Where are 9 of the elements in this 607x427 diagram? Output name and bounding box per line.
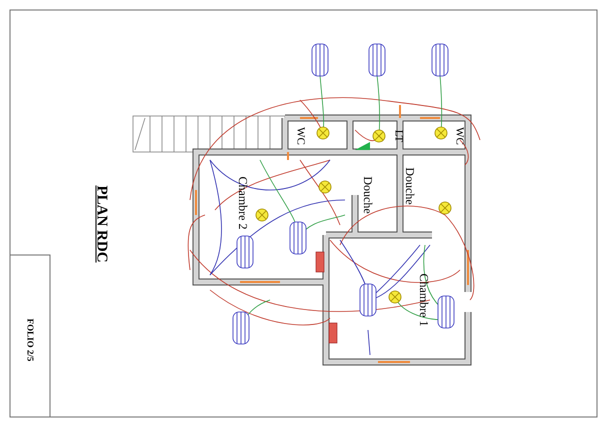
room-label: LT [392,130,404,142]
plan-title: PLAN RDC [94,185,108,263]
room-label: Chambre 1 [418,274,430,326]
folio-label: FOLIO 2/5 [26,318,34,362]
room-label: Douche [362,176,374,214]
room-label: Chambre 2 [237,176,249,230]
room-label: Douche [404,167,416,205]
room-label: WC [454,127,464,145]
room-label: WC [294,127,306,145]
